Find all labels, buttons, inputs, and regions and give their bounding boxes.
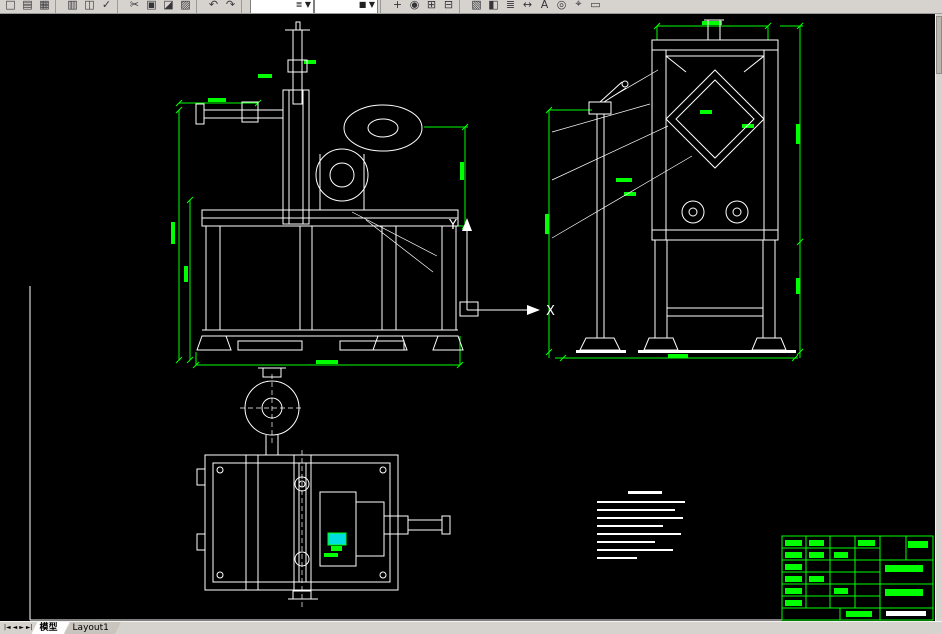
zoom-realtime-icon[interactable]: ◉ <box>406 0 423 13</box>
paste-icon[interactable]: ◪ <box>160 0 177 13</box>
toolbar-separator <box>459 0 466 13</box>
text-icon[interactable]: A <box>536 0 553 13</box>
copy-icon[interactable]: ▣ <box>143 0 160 13</box>
front-view <box>171 21 469 369</box>
rectangle-icon[interactable]: ▭ <box>587 0 604 13</box>
plot-preview-icon[interactable]: ◫ <box>81 0 98 13</box>
ucs-icon: Y X <box>448 218 555 319</box>
tab-nav: |◄ ◄ ► ►| <box>0 622 37 634</box>
distance-icon[interactable]: ↔ <box>519 0 536 13</box>
tab-nav-first[interactable]: |◄ <box>4 624 11 631</box>
tab-model-label: 模型 <box>39 622 58 633</box>
ucs-x-arrowhead <box>527 305 540 315</box>
save-icon[interactable]: ▦ <box>36 0 53 13</box>
title-block <box>781 535 934 621</box>
redo-icon[interactable]: ↷ <box>222 0 239 13</box>
ucs-y-arrowhead <box>462 218 472 231</box>
toolbar: □▤▦ ▥◫✓ ✂▣◪▨ ↶↷ ≣ ▼■ ▼ +◉⊞⊟ ▧◧≣↔A◎⌖▭ <box>0 0 942 14</box>
new-icon[interactable]: □ <box>2 0 19 13</box>
tab-nav-last[interactable]: ►| <box>25 624 33 631</box>
ucs-x-label: X <box>546 304 555 319</box>
zoom-window-icon[interactable]: ⊞ <box>423 0 440 13</box>
open-icon[interactable]: ▤ <box>19 0 36 13</box>
tab-nav-next[interactable]: ► <box>19 624 24 631</box>
plot-icon[interactable]: ▥ <box>64 0 81 13</box>
toolbar-separator <box>241 0 248 13</box>
layers-icon[interactable]: ≣ <box>502 0 519 13</box>
ucs-y-label: Y <box>448 218 457 233</box>
tech-note-line <box>597 501 685 503</box>
drawing-canvas[interactable]: Y X <box>0 14 935 621</box>
undo-icon[interactable]: ↶ <box>205 0 222 13</box>
design-center-icon[interactable]: ◧ <box>485 0 502 13</box>
tech-note-line <box>597 517 683 519</box>
tech-requirements <box>597 491 685 559</box>
center-snap-icon[interactable]: ◎ <box>553 0 570 13</box>
toolbar-separator <box>380 0 387 13</box>
tech-note-line <box>597 541 655 543</box>
toolbar-icon-row: □▤▦ ▥◫✓ ✂▣◪▨ ↶↷ ≣ ▼■ ▼ +◉⊞⊟ ▧◧≣↔A◎⌖▭ <box>0 0 942 13</box>
spelling-icon[interactable]: ✓ <box>98 0 115 13</box>
vertical-scrollbar-thumb[interactable] <box>936 16 942 74</box>
tab-model[interactable]: 模型 <box>32 622 70 634</box>
toolbar-separator <box>196 0 203 13</box>
tech-note-title <box>628 491 662 494</box>
layout-tab-bar: |◄ ◄ ► ►| 模型 Layout1 <box>0 621 942 634</box>
tech-note-line <box>597 557 637 559</box>
properties-icon[interactable]: ▧ <box>468 0 485 13</box>
vertical-scrollbar[interactable] <box>935 14 942 621</box>
tab-layout1[interactable]: Layout1 <box>65 622 121 634</box>
pan-icon[interactable]: + <box>389 0 406 13</box>
tab-nav-prev[interactable]: ◄ <box>12 624 18 631</box>
toolbar-separator <box>117 0 124 13</box>
tech-note-line <box>597 525 663 527</box>
zoom-previous-icon[interactable]: ⊟ <box>440 0 457 13</box>
tech-note-line <box>597 509 675 511</box>
tech-note-line <box>597 549 673 551</box>
tech-note-line <box>597 533 681 535</box>
cut-icon[interactable]: ✂ <box>126 0 143 13</box>
side-view <box>545 19 804 362</box>
toolbar-separator <box>55 0 62 13</box>
layer-control-dropdown[interactable]: ≣ ▼ <box>250 0 314 13</box>
match-properties-icon[interactable]: ▨ <box>177 0 194 13</box>
highlighted-part[interactable] <box>327 532 347 546</box>
drawing: Y X <box>29 19 934 621</box>
tab-layout1-label: Layout1 <box>72 622 109 633</box>
title-block-text-cells <box>785 540 928 617</box>
osnap-icon[interactable]: ⌖ <box>570 0 587 13</box>
color-control-dropdown[interactable]: ■ ▼ <box>314 0 378 13</box>
top-view <box>196 367 451 608</box>
